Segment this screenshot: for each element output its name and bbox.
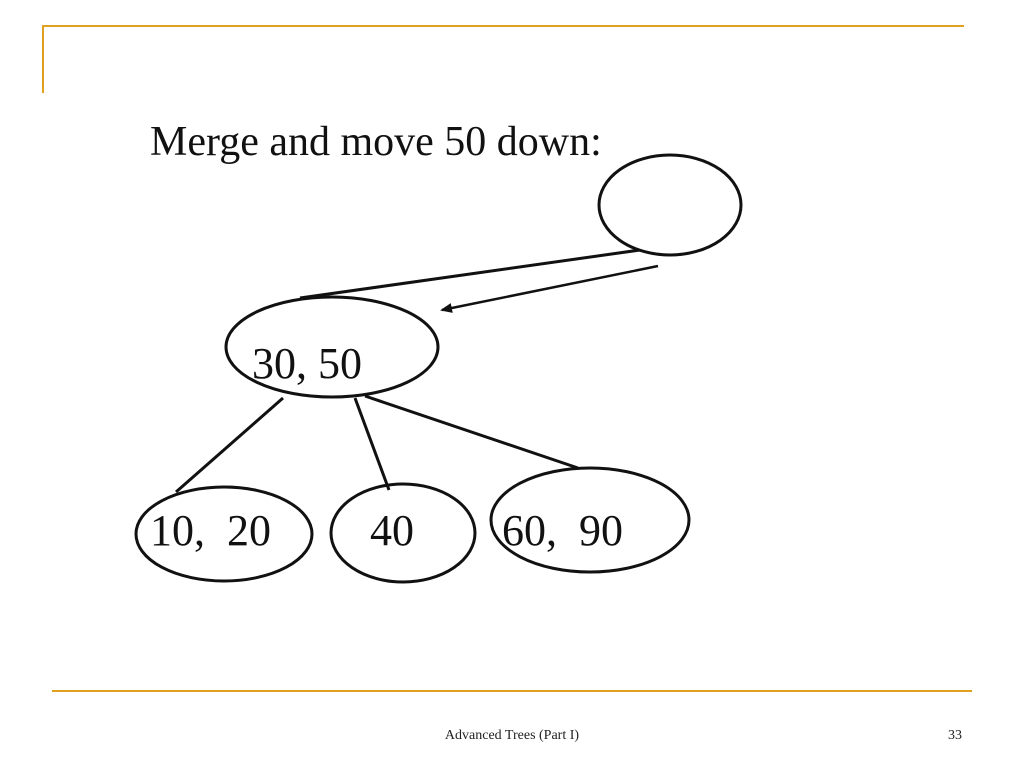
edge-root-to-parent	[299, 248, 641, 300]
left-accent-line	[42, 25, 44, 93]
edge-parent-to-child-left	[175, 396, 284, 494]
parent-node	[224, 295, 440, 399]
top-accent-line	[42, 25, 964, 27]
child-node-right	[489, 466, 691, 574]
edge-parent-to-child-right	[364, 394, 579, 470]
child-node-middle	[329, 482, 477, 584]
bottom-accent-line	[52, 690, 972, 692]
child-node-left	[134, 485, 314, 583]
parent-node-label: 30, 50	[252, 339, 362, 388]
child-node-middle-label: 40	[370, 506, 414, 555]
child-node-right-label: 60, 90	[502, 506, 623, 555]
edge-parent-to-child-middle	[353, 397, 391, 491]
page-number: 33	[948, 728, 962, 743]
slide-heading: Merge and move 50 down:	[150, 119, 602, 165]
child-node-left-label: 10, 20	[150, 506, 271, 555]
footer-title: Advanced Trees (Part I)	[444, 728, 580, 743]
move-down-arrow	[440, 264, 659, 313]
root-node	[597, 153, 743, 257]
